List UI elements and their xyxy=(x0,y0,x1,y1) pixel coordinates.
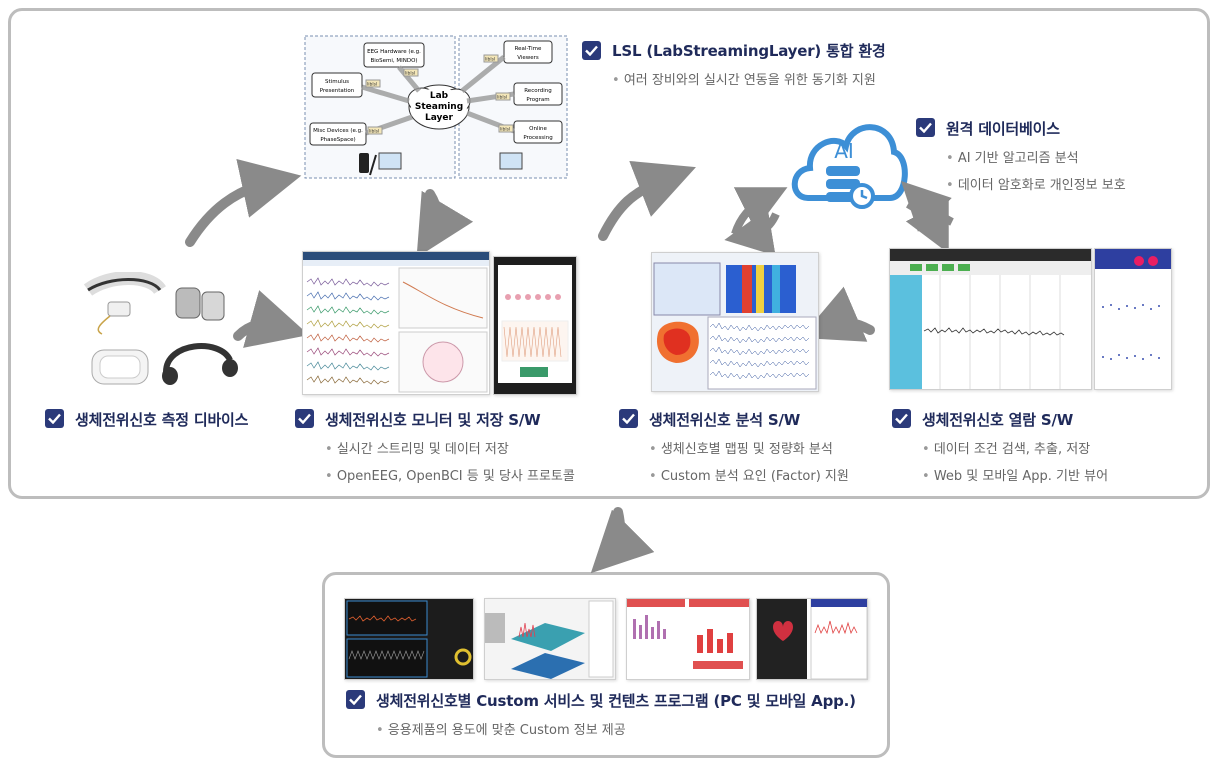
lsl-tag-6: liblsl xyxy=(500,127,510,133)
lsl-tag-1: liblsl xyxy=(405,71,415,77)
remote-db-item-1: AI 기반 알고리즘 분석 xyxy=(946,147,1079,166)
lsl-input-misc-1: Misc Devices (e.g. xyxy=(313,128,363,134)
lsl-output-viewer-1: Real-Time xyxy=(515,46,542,52)
custom-screenshot-1 xyxy=(344,598,474,680)
lsl-output-recording-1: Recording xyxy=(524,88,552,94)
lsl-input-misc-2: PhaseSpace) xyxy=(320,137,355,143)
viewer-item-1: 데이터 조건 검색, 추출, 저장 xyxy=(922,438,1090,457)
lsl-output-online-2: Processing xyxy=(523,135,552,141)
viewer-web-screenshot xyxy=(889,248,1092,390)
custom-screenshot-4 xyxy=(756,598,868,680)
cloud-label: AI xyxy=(834,139,854,163)
viewer-check-icon xyxy=(892,409,911,428)
custom-screenshot-3 xyxy=(626,598,750,680)
lsl-output-recording-2: Program xyxy=(526,97,549,103)
lsl-check-icon xyxy=(582,41,601,60)
remote-db-check-icon xyxy=(916,118,935,137)
lsl-input-eeg-1: EEG Hardware (e.g. xyxy=(367,49,421,55)
monitor-screenshot xyxy=(302,251,490,395)
lsl-tag-2: liblsl xyxy=(367,82,377,88)
lsl-tag-5: liblsl xyxy=(497,95,507,101)
devices-check-icon xyxy=(45,409,64,428)
monitor-mobile-screenshot xyxy=(493,256,577,395)
monitor-item-2: OpenEEG, OpenBCI 등 및 당사 프로토콜 xyxy=(325,465,575,484)
custom-check-icon xyxy=(346,690,365,709)
lsl-output-viewer-2: Viewers xyxy=(517,55,539,61)
custom-title: 생체전위신호별 Custom 서비스 및 컨텐츠 프로그램 (PC 및 모바일 … xyxy=(376,692,856,710)
viewer-title: 생체전위신호 열람 S/W xyxy=(922,411,1074,429)
custom-screenshot-2 xyxy=(484,598,616,680)
lsl-item-1: 여러 장비와의 실시간 연동을 위한 동기화 지원 xyxy=(612,69,876,88)
monitor-check-icon xyxy=(295,409,314,428)
monitor-title: 생체전위신호 모니터 및 저장 S/W xyxy=(325,411,541,429)
lsl-center-3: Layer xyxy=(425,113,454,123)
analysis-item-1: 생체신호별 맵핑 및 정량화 분석 xyxy=(649,438,833,457)
lsl-diagram: Lab Steaming Layer EEG Hardware (e.g. Bi… xyxy=(304,35,568,180)
devices-title: 생체전위신호 측정 디바이스 xyxy=(75,411,249,429)
analysis-screenshot xyxy=(651,252,819,392)
lsl-tag-3: liblsl xyxy=(369,129,379,135)
lsl-output-online-1: Online xyxy=(529,126,547,132)
lsl-center-1: Lab xyxy=(430,91,449,101)
lsl-input-stim-2: Presentation xyxy=(320,88,355,94)
remote-db-item-2: 데이터 암호화로 개인정보 보호 xyxy=(946,174,1126,193)
lsl-center-2: Steaming xyxy=(415,102,463,112)
analysis-check-icon xyxy=(619,409,638,428)
lsl-input-eeg-2: BioSemi, MINDO) xyxy=(370,58,417,64)
viewer-mobile-screenshot xyxy=(1094,248,1172,390)
lsl-tag-4: liblsl xyxy=(485,57,495,63)
cloud-ai-icon: AI xyxy=(786,112,910,224)
device-images xyxy=(80,271,245,390)
lsl-title: LSL (LabStreamingLayer) 통합 환경 xyxy=(612,42,886,60)
monitor-item-1: 실시간 스트리밍 및 데이터 저장 xyxy=(325,438,509,457)
viewer-item-2: Web 및 모바일 App. 기반 뷰어 xyxy=(922,465,1108,484)
custom-item-1: 응용제품의 용도에 맞춘 Custom 정보 제공 xyxy=(376,719,626,738)
remote-db-title: 원격 데이터베이스 xyxy=(946,120,1060,138)
analysis-item-2: Custom 분석 요인 (Factor) 지원 xyxy=(649,465,849,484)
lsl-input-stim-1: Stimulus xyxy=(325,79,349,85)
analysis-title: 생체전위신호 분석 S/W xyxy=(649,411,801,429)
